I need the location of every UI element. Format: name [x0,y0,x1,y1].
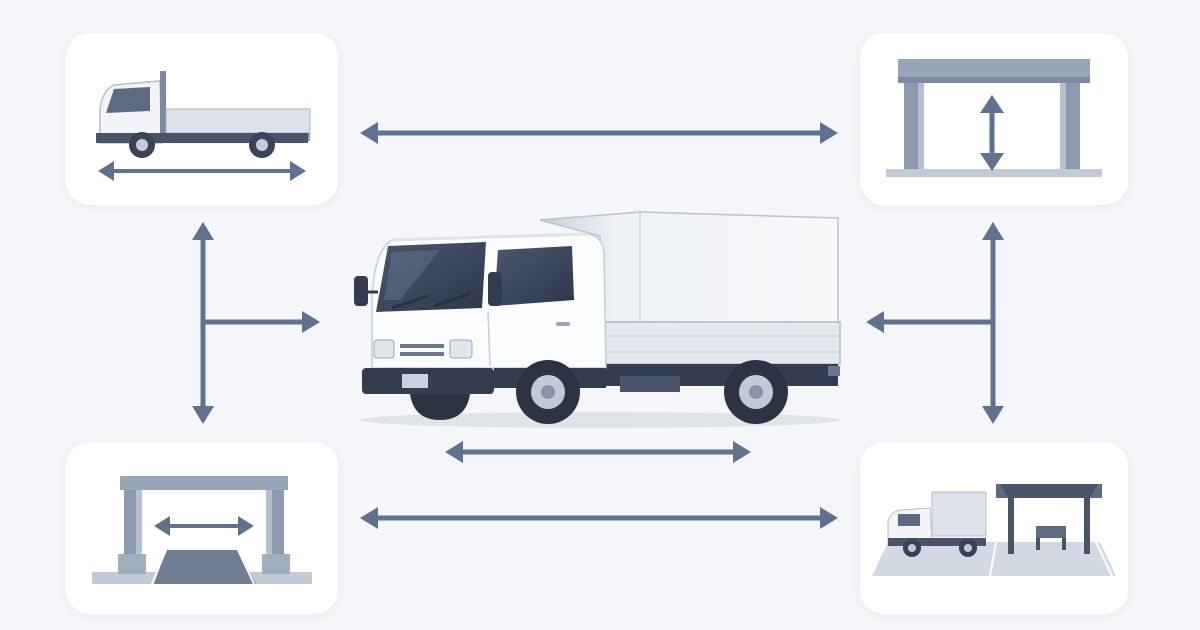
gate-width-icon [92,476,312,585]
card-vehicle-height-clearance [860,33,1128,205]
wheel-front [516,360,580,424]
overhead-clearance-height-icon [886,59,1102,177]
card-vehicle-length [66,33,338,205]
card-entrance-width [66,442,338,614]
light-truck-icon [354,211,841,428]
truck-parking-space-icon [872,484,1116,577]
arrow-left-branch [192,222,320,424]
truck-length-arrow [445,441,751,463]
wheel-rear [724,360,788,424]
card-parking-space [860,442,1128,614]
flatbed-truck-length-icon [96,71,311,181]
arrow-top-length-to-height [360,122,838,144]
arrow-bottom-width-to-parking [360,507,838,529]
arrow-right-branch [866,222,1004,424]
